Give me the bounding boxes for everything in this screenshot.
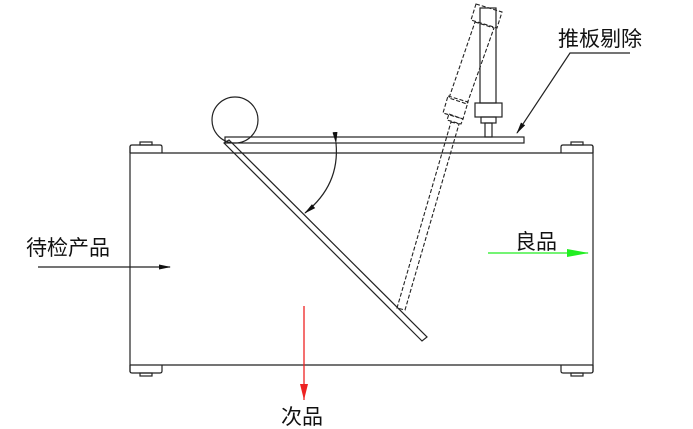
pusher-leader [516,52,630,134]
slanted-plate [223,139,428,342]
pusher-label: 推板剔除 [558,27,642,51]
good-label: 良品 [515,230,557,254]
pusher-plate [224,136,525,144]
cylinder-extended-phantom [396,3,503,311]
roller [211,96,259,144]
incoming-label: 待检产品 [26,236,110,260]
cylinder [474,7,503,138]
angle-arc [304,131,338,214]
defective-arrowhead [300,384,308,400]
defective-label: 次品 [281,405,323,429]
conveyor-frame [129,141,594,377]
